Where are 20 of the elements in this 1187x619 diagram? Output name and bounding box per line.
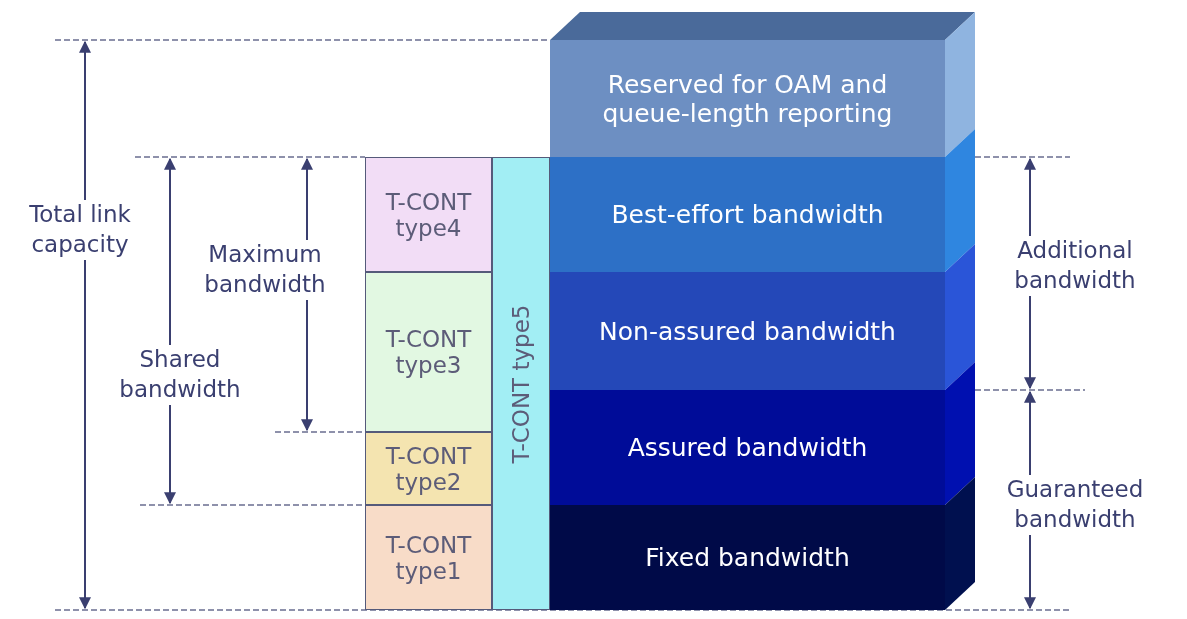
- bar-label: T-CONT type4: [384, 188, 473, 241]
- bandwidth-band: [550, 390, 945, 505]
- t-cont-bar: [492, 157, 550, 610]
- bar-label: T-CONT type5: [508, 303, 534, 466]
- bar-label: Fixed bandwidth: [644, 543, 851, 572]
- t-cont-bar: [365, 157, 492, 272]
- bar-label: T-CONT type1: [384, 531, 473, 584]
- bar-label: Non-assured bandwidth: [598, 316, 897, 346]
- bar-label: Reserved for OAM and queue-length reporting: [601, 69, 894, 128]
- t-cont-bar: [365, 432, 492, 505]
- bar-label: T-CONT type3: [384, 326, 473, 378]
- bar-label: Best-effort bandwidth: [610, 200, 885, 229]
- bar-label: T-CONT type2: [384, 442, 473, 495]
- bar-label: Assured bandwidth: [626, 433, 869, 462]
- t-cont-bar: [365, 505, 492, 610]
- t-cont-bar: [365, 272, 492, 432]
- bandwidth-band: [550, 505, 945, 610]
- bandwidth-band: [550, 157, 945, 272]
- bandwidth-band: [550, 272, 945, 390]
- bandwidth-band: [550, 40, 945, 157]
